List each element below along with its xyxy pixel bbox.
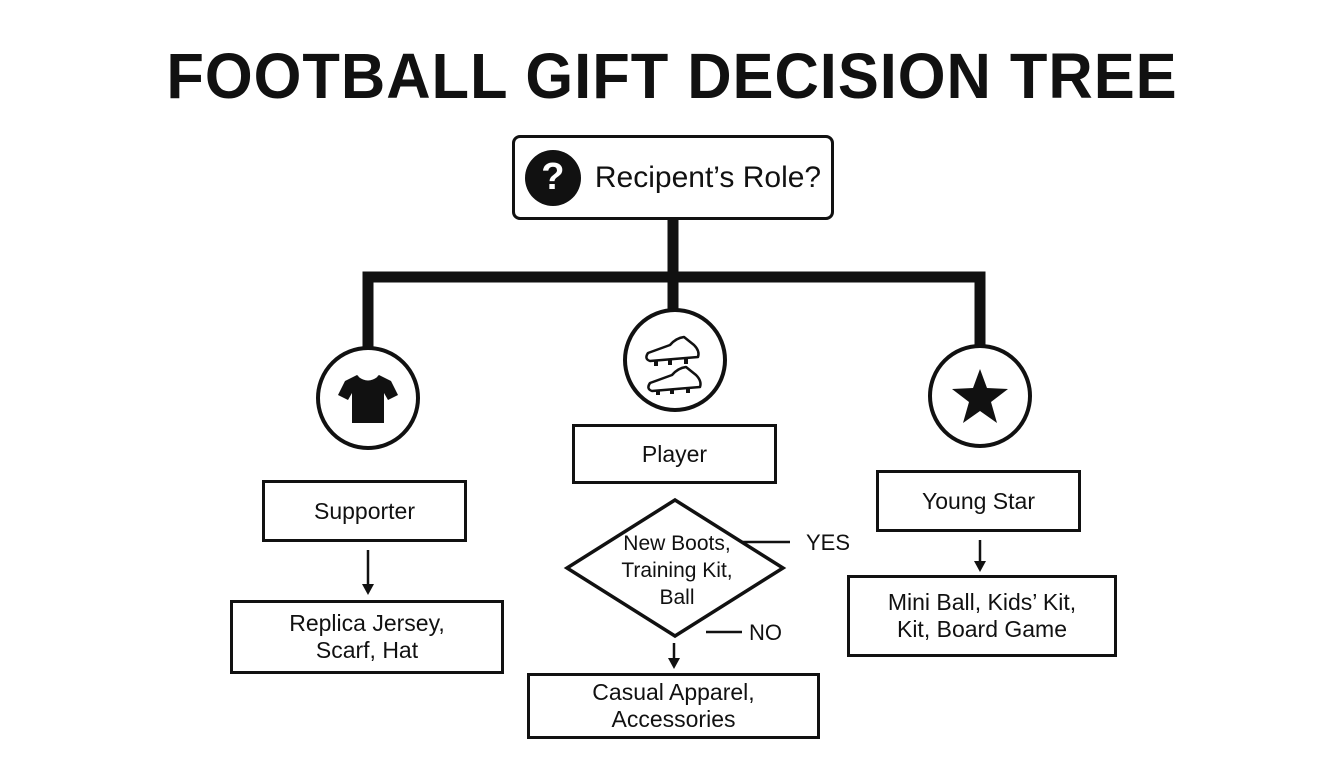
decision-line-2: Training Kit, (621, 559, 733, 582)
young-star-result-line-1: Mini Ball, Kids’ Kit, (887, 589, 1077, 615)
player-box: Player (572, 424, 777, 484)
young-star-result-box: Mini Ball, Kids’ Kit, Kit, Board Game (847, 575, 1117, 657)
young-star-label: Young Star (922, 487, 1035, 514)
supporter-result-box: Replica Jersey, Scarf, Hat (230, 600, 504, 674)
no-label: NO (749, 620, 782, 645)
player-result-label: Casual Apparel, Accessories (592, 679, 755, 732)
supporter-box: Supporter (262, 480, 467, 542)
tshirt-icon (316, 346, 420, 450)
player-result-box: Casual Apparel, Accessories (527, 673, 820, 739)
decision-text: New Boots, Training Kit, Ball (592, 530, 762, 611)
decision-diamond (563, 497, 787, 639)
root-question-label: Recipent’s Role? (594, 161, 822, 194)
supporter-result-line-2: Scarf, Hat (315, 637, 419, 663)
football-boots-icon (623, 308, 727, 412)
player-label: Player (641, 440, 708, 467)
young-star-arrow-head (974, 561, 986, 572)
diagram-title: FOOTBALL GIFT DECISION TREE (166, 40, 1178, 112)
no-arrow-head (668, 658, 680, 669)
supporter-result-line-1: Replica Jersey, (289, 610, 445, 636)
yes-label: YES (806, 530, 851, 555)
decision-line-1: New Boots, (623, 532, 731, 555)
supporter-arrow-head (362, 584, 374, 595)
question-mark-icon: ? (524, 149, 581, 206)
star-icon (928, 344, 1032, 448)
root-question-box: ? Recipent’s Role? (512, 135, 834, 220)
young-star-box: Young Star (876, 470, 1081, 532)
decision-line-3: Ball (659, 586, 695, 609)
supporter-label: Supporter (313, 497, 415, 524)
young-star-result-line-2: Kit, Board Game (896, 616, 1068, 642)
